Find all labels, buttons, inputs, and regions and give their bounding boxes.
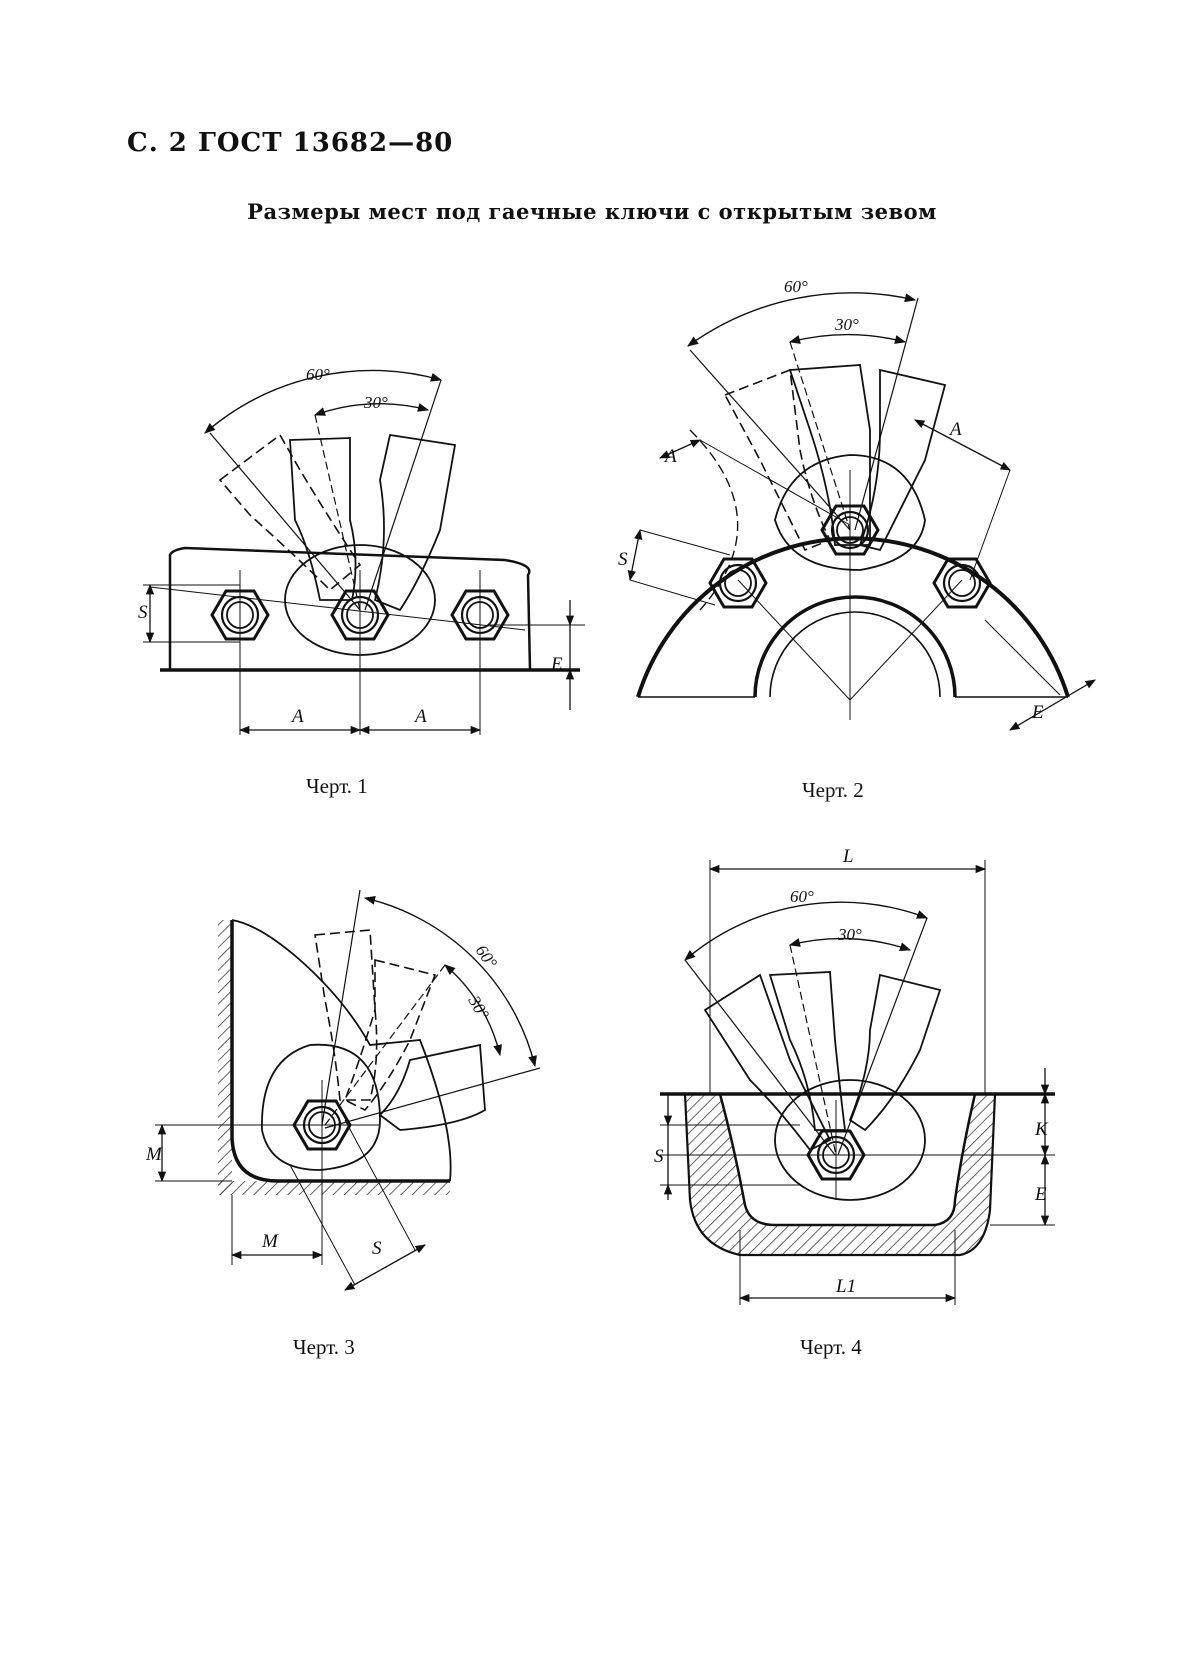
figure-2-label-a-right: A — [948, 419, 962, 440]
figure-2-drawing — [627, 292, 1096, 731]
figure-4-label-l1: L1 — [835, 1276, 856, 1297]
figure-2-label-s: S — [618, 549, 628, 570]
figure-2-angle-30: 30° — [834, 315, 859, 334]
figure-1-drawing — [143, 369, 585, 735]
figure-1-angle-60: 60° — [306, 365, 330, 384]
figure-4-angle-30: 30° — [837, 925, 862, 944]
figure-1-label-e: E — [550, 654, 563, 675]
figure-1-angle-30: 30° — [363, 393, 388, 412]
figure-2-caption: Черт. 2 — [802, 778, 864, 802]
page-header: С. 2 ГОСТ 13682—80 — [127, 128, 454, 158]
figure-2-label-a-left: A — [663, 446, 677, 467]
figure-3-caption: Черт. 3 — [293, 1335, 355, 1359]
figure-1-label-a-right: A — [413, 706, 427, 727]
figure-2-angle-60: 60° — [784, 277, 808, 296]
figure-4-label-e: E — [1034, 1184, 1047, 1205]
figure-3-label-s: S — [372, 1238, 382, 1259]
figure-1-label-a-left: A — [290, 706, 304, 727]
figure-3-label-m-vertical: M — [145, 1144, 163, 1165]
figure-3-angle-60: 60° — [472, 941, 501, 972]
page-subtitle: Размеры мест под гаечные ключи с открыты… — [247, 199, 937, 224]
figure-4-angle-60: 60° — [790, 887, 814, 906]
figure-1-label-s: S — [138, 602, 148, 623]
figure-4-label-l: L — [842, 846, 854, 867]
figure-4-label-k: K — [1034, 1119, 1049, 1140]
figure-3-drawing — [155, 889, 541, 1291]
figure-4-label-s: S — [654, 1146, 664, 1167]
figure-3-label-m-horizontal: M — [261, 1231, 279, 1252]
figure-2-label-e: E — [1031, 702, 1044, 723]
figure-1-caption: Черт. 1 — [306, 774, 368, 798]
figure-4-caption: Черт. 4 — [800, 1335, 862, 1359]
figure-3-angle-30: 30° — [464, 992, 493, 1023]
